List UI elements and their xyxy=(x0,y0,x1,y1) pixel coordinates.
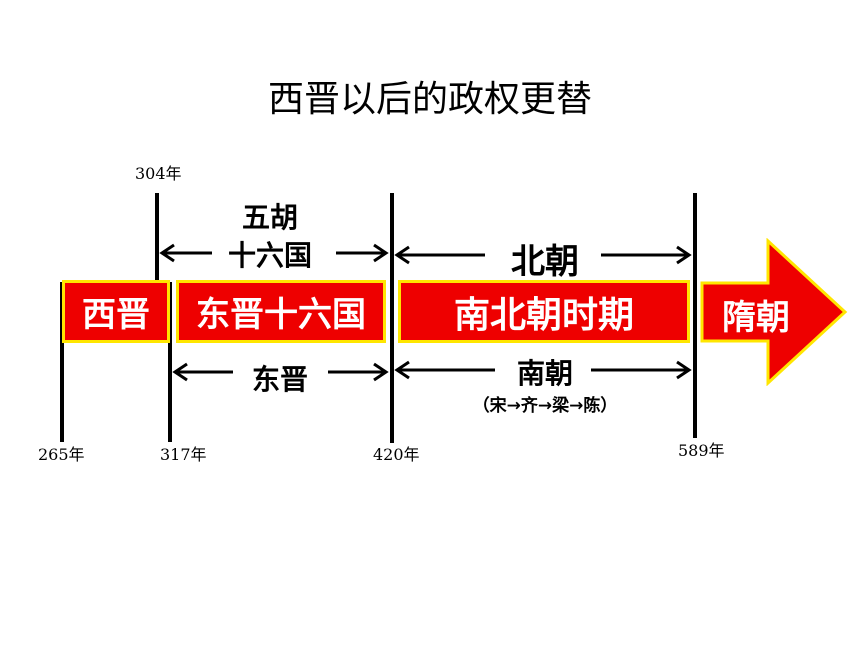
wuhu-label-line2: 十六国 xyxy=(227,239,312,272)
year-304-label: 304年 xyxy=(135,164,182,183)
period-nanbeichao-label: 南北朝时期 xyxy=(453,294,634,336)
beichao-label: 北朝 xyxy=(511,242,579,282)
marker-317 xyxy=(168,282,172,442)
period-nanbeichao: 南北朝时期 xyxy=(398,280,690,343)
dongjin-label: 东晋 xyxy=(251,363,308,396)
marker-589 xyxy=(693,193,697,438)
dongjin-span-arrow xyxy=(172,362,389,382)
page-title: 西晋以后的政权更替 xyxy=(267,79,592,120)
period-sui-arrow xyxy=(700,238,848,386)
nanchao-dynasties: （宋→齐→梁→陈） xyxy=(472,396,618,416)
year-589-label: 589年 xyxy=(678,441,725,460)
year-420-label: 420年 xyxy=(373,445,420,464)
period-dongjin-16: 东晋十六国 xyxy=(176,280,386,343)
period-xijin: 西晋 xyxy=(62,280,170,343)
period-xijin-label: 西晋 xyxy=(82,295,150,335)
wuhu-label-line1: 五胡 xyxy=(241,201,298,234)
marker-265 xyxy=(60,282,64,442)
marker-420 xyxy=(390,193,394,443)
wuhu-span-arrow xyxy=(159,243,389,263)
nanchao-label: 南朝 xyxy=(516,357,573,390)
year-317-label: 317年 xyxy=(160,445,207,464)
year-265-label: 265年 xyxy=(38,445,85,464)
period-dongjin-16-label: 东晋十六国 xyxy=(196,295,366,335)
marker-304 xyxy=(155,193,159,285)
nanchao-span-arrow xyxy=(394,360,692,380)
period-sui-label: 隋朝 xyxy=(722,298,790,338)
beichao-span-arrow xyxy=(394,245,692,265)
